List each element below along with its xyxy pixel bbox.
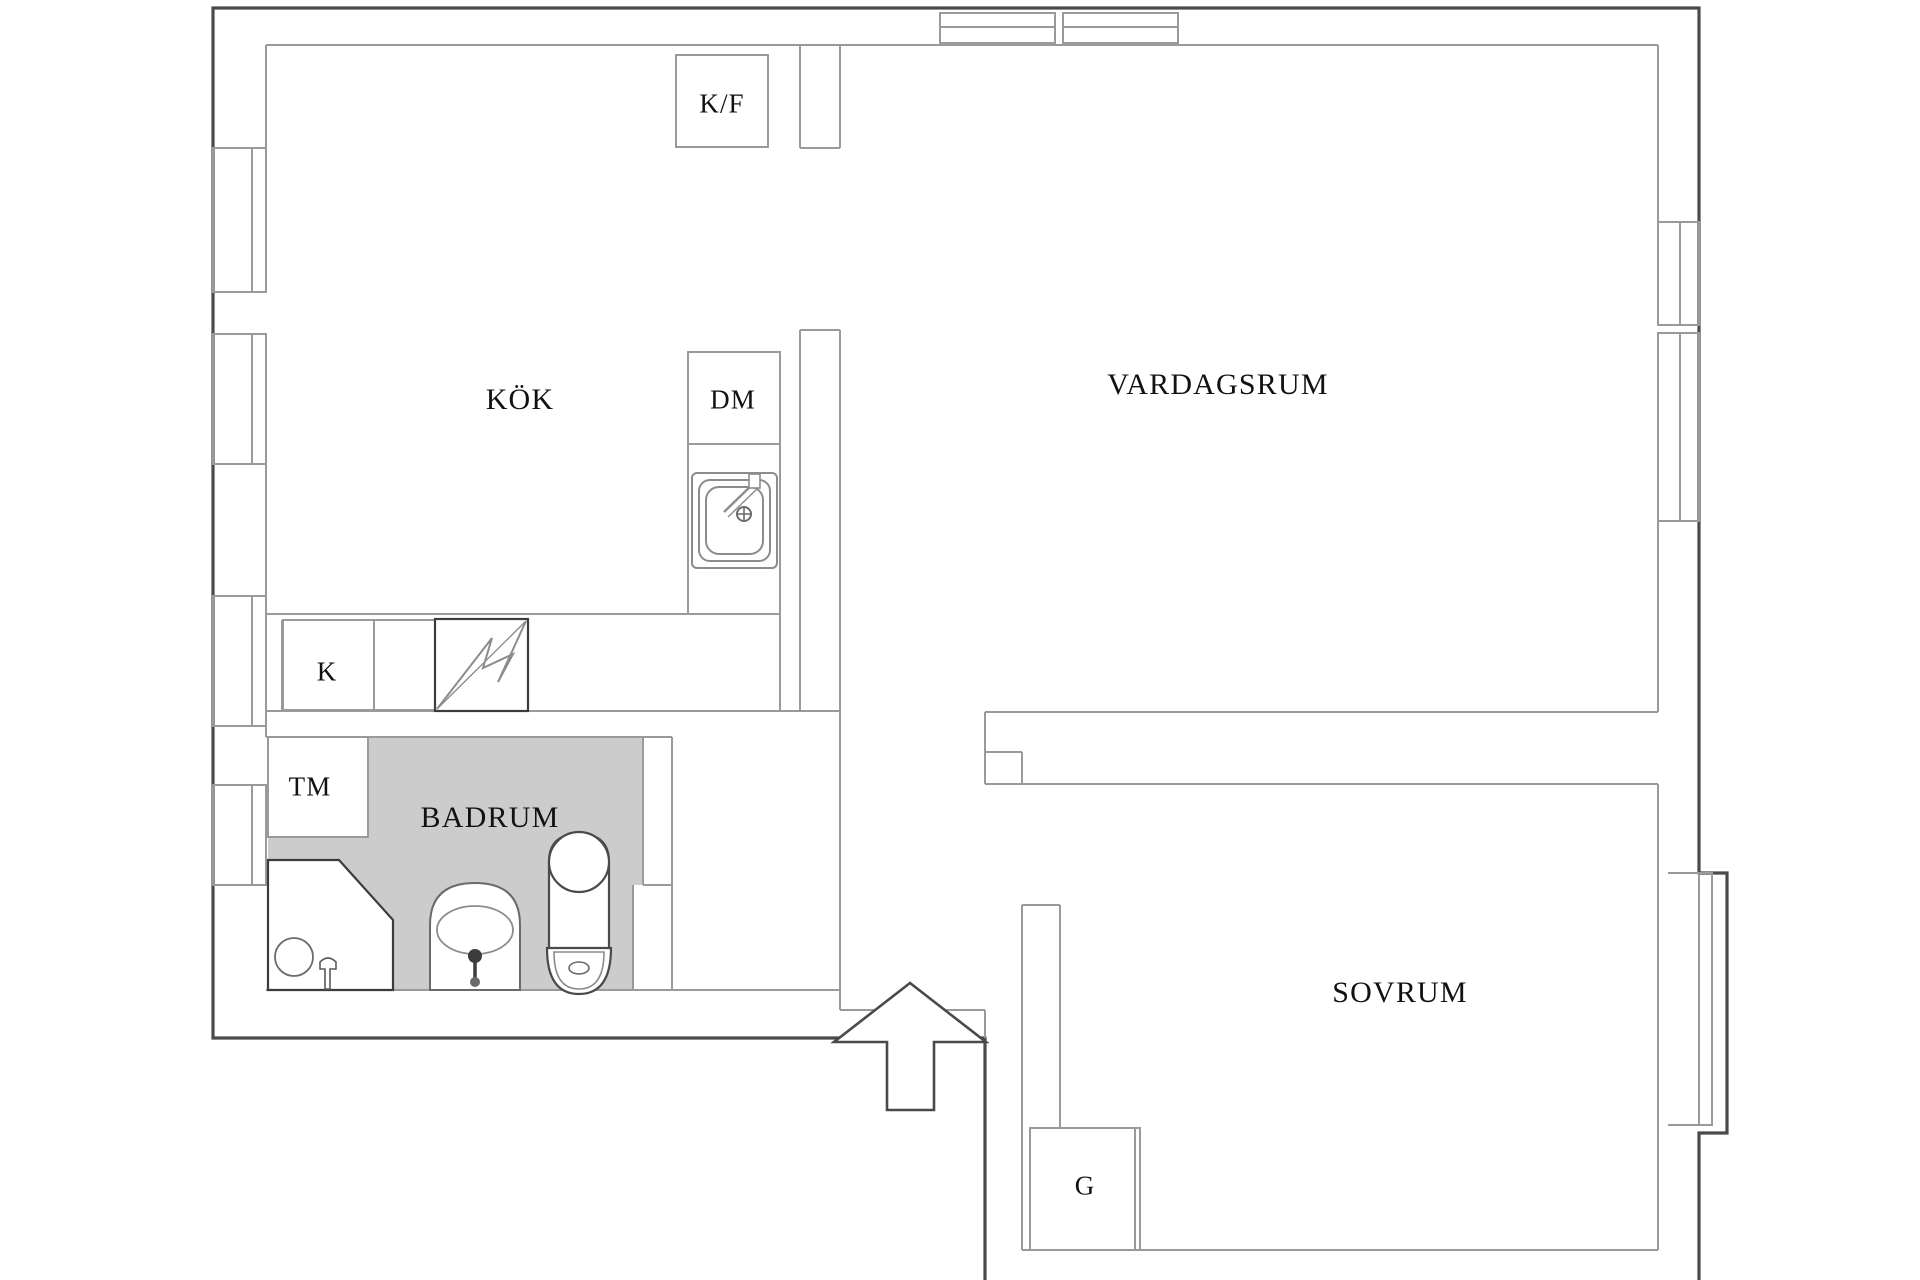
appliance-label-dm: DM (710, 384, 756, 415)
window-top-1 (939, 12, 1056, 44)
dm-cabinet-box (687, 351, 781, 445)
window-right-2 (1657, 332, 1700, 522)
window-left-2 (212, 333, 267, 465)
window-left-4 (212, 784, 267, 886)
window-right-3 (1668, 872, 1713, 1126)
kf-cabinet-box (675, 54, 769, 148)
kitchen-sink-icon (691, 472, 778, 569)
appliance-label-g: G (1074, 1170, 1096, 1201)
g-wardrobe-box (1029, 1127, 1141, 1251)
entrance-arrow-icon (830, 981, 990, 1112)
window-top-2 (1062, 12, 1179, 44)
window-left-3 (212, 595, 267, 727)
room-label-sovrum: SOVRUM (1332, 976, 1468, 1009)
room-label-badrum: BADRUM (420, 801, 560, 834)
appliance-label-k: K (316, 656, 338, 687)
room-label-vardagsrum: VARDAGSRUM (1107, 368, 1329, 401)
appliance-label-tm: TM (288, 771, 332, 802)
appliance-label-kf: K/F (699, 88, 745, 119)
window-left-1 (212, 147, 267, 293)
stove-icon (433, 617, 530, 713)
outer-walls (211, 6, 1729, 1280)
tm-appliance-box (267, 736, 369, 838)
toilet-icon (545, 830, 613, 996)
washbasin-icon (429, 881, 521, 991)
window-right-1 (1657, 221, 1700, 326)
room-label-kok: KÖK (485, 383, 555, 416)
shower-icon (266, 858, 395, 992)
kitchen-cabinet-filler (373, 619, 436, 711)
